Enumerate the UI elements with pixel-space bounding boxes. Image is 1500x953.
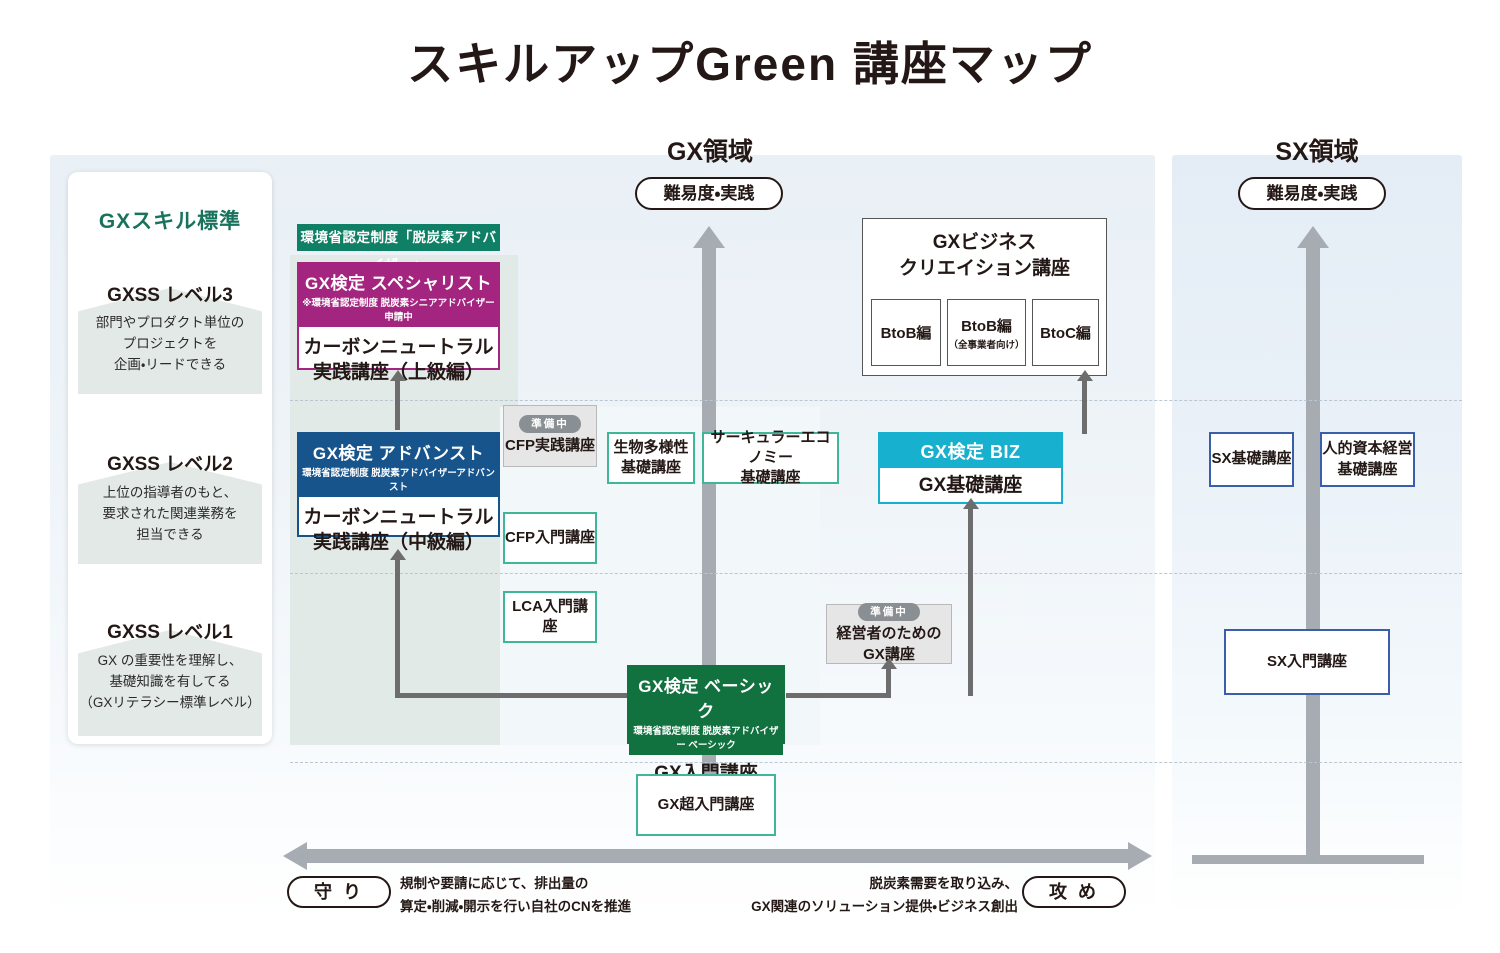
sx-axis-arrowhead-icon — [1297, 226, 1329, 248]
level1-chevron-shape — [78, 630, 262, 736]
sx-region-title: SX領域 — [1275, 138, 1359, 166]
cert-advanced-course: カーボンニュートラル実践講座（中級編） — [303, 507, 494, 553]
cert-advanced-title: GX検定 アドバンスト — [312, 444, 485, 463]
cert-biz-header: GX検定 BIZ — [880, 434, 1061, 468]
cert-card-advanced[interactable]: GX検定 アドバンスト 環境省認定制度 脱炭素アドバイザーアドバンスト カーボン… — [297, 432, 500, 553]
axis-note-attack: 脱炭素需要を取り込み、GX関連のソリューション提供・ビジネス創出 — [751, 876, 1018, 914]
cert-basic-subtitle: 環境省認定制度 脱炭素アドバイザー ベーシック — [633, 726, 779, 751]
level2-name: GXSS レベル2 — [107, 454, 233, 475]
sx-axis-base — [1192, 855, 1424, 864]
course-cfp-intro[interactable]: CFP入門講座 — [503, 512, 597, 564]
axis-note-defend: 規制や要請に応じて、排出量の算定・削減・開示を行い自社のCNを推進 — [400, 876, 632, 914]
connector-biz-to-business-creation — [1082, 378, 1087, 434]
connector-basic-to-advanced-horizontal — [395, 693, 627, 698]
prep-badge: 準備中 — [858, 603, 920, 622]
prep-badge: 準備中 — [519, 415, 581, 434]
cert-card-specialist[interactable]: GX検定 スペシャリスト ※環境省認定制度 脱炭素シニアアドバイザー 申請中 カ… — [297, 262, 500, 383]
cert-advanced-subtitle: 環境省認定制度 脱炭素アドバイザーアドバンスト — [302, 468, 495, 493]
connector-arrowhead-icon — [1077, 370, 1093, 381]
edition-label: BtoB編 — [961, 317, 1012, 335]
course-cfp-practice[interactable]: 準備中 CFP実践講座 — [503, 405, 597, 467]
course-lca-intro[interactable]: LCA入門講座 — [503, 591, 597, 643]
edition-note: （全事業者向け） — [948, 339, 1025, 351]
gx-business-creation-title: GXビジネスクリエイション講座 — [898, 232, 1070, 279]
connector-basic-to-executive-vertical — [886, 666, 891, 696]
level-divider-1-base — [290, 762, 1462, 763]
defend-attack-axis — [305, 849, 1130, 863]
connector-arrowhead-icon — [390, 370, 406, 381]
level-divider-3-2 — [290, 400, 1462, 401]
cert-basic-header: GX検定 ベーシック 環境省認定制度 脱炭素アドバイザー ベーシック — [629, 667, 783, 755]
course-gx-super-intro[interactable]: GX超入門講座 — [636, 774, 776, 836]
course-sx-human-capital[interactable]: 人的資本経営基礎講座 — [1320, 432, 1415, 487]
cert-specialist-header: GX検定 スペシャリスト ※環境省認定制度 脱炭素シニアアドバイザー 申請中 — [299, 264, 498, 327]
edition-label: BtoC編 — [1040, 325, 1091, 342]
connector-basic-to-advanced-vertical — [395, 558, 400, 698]
gx-business-edition-btob[interactable]: BtoB編 — [871, 299, 941, 366]
connector-arrowhead-icon — [881, 658, 897, 669]
course-sx-intro[interactable]: SX入門講座 — [1224, 629, 1390, 695]
cert-specialist-subtitle: ※環境省認定制度 脱炭素シニアアドバイザー 申請中 — [302, 298, 495, 323]
connector-arrowhead-icon — [390, 549, 406, 560]
level3-chevron-shape — [78, 288, 262, 394]
cert-biz-title: GX検定 BIZ — [920, 442, 1021, 462]
sx-difficulty-pill: 難易度・実践 — [1238, 177, 1386, 210]
gx-business-edition-btoc[interactable]: BtoC編 — [1032, 299, 1099, 366]
level3-name: GXSS レベル3 — [107, 285, 233, 306]
connector-basic-to-executive-horizontal — [786, 693, 891, 698]
course-sx-basic[interactable]: SX基礎講座 — [1209, 432, 1294, 487]
page-title: スキルアップGreen 講座マップ — [407, 38, 1093, 90]
level3-description: 部門やプロダクト単位のプロジェクトを企画・リードできる — [95, 315, 245, 372]
connector-arrowhead-icon — [963, 498, 979, 509]
gx-business-edition-btob-all[interactable]: BtoB編 （全事業者向け） — [947, 299, 1026, 366]
course-circular-economy[interactable]: サーキュラーエコノミー基礎講座 — [702, 429, 839, 486]
level1-name: GXSS レベル1 — [107, 622, 233, 643]
axis-pill-attack: 攻 め — [1022, 876, 1126, 908]
level2-chevron-shape — [78, 462, 262, 564]
connector-advanced-to-specialist — [395, 378, 400, 430]
axis-right-arrowhead-icon — [1128, 842, 1152, 870]
cert-specialist-title: GX検定 スペシャリスト — [304, 274, 493, 293]
level1-description: GX の重要性を理解し、基礎知識を有してる（GXリテラシー標準レベル） — [79, 653, 261, 710]
course-cfp-practice-label: CFP実践講座 — [504, 437, 595, 455]
gx-difficulty-pill: 難易度・実践 — [635, 177, 783, 210]
course-biodiversity[interactable]: 生物多様性基礎講座 — [607, 432, 695, 484]
cert-biz-course: GX基礎講座 — [918, 475, 1023, 496]
gx-axis-arrowhead-icon — [693, 226, 725, 248]
axis-left-arrowhead-icon — [283, 842, 307, 870]
sx-vertical-axis — [1306, 247, 1320, 859]
edition-label: BtoB編 — [880, 325, 932, 342]
level2-description: 上位の指導者のもと、要求された関連業務を担当できる — [102, 485, 238, 542]
skill-standard-title: GXスキル標準 — [98, 210, 242, 233]
level-divider-2-1 — [290, 573, 1462, 574]
cert-basic-title: GX検定 ベーシック — [638, 677, 774, 721]
cert-card-biz[interactable]: GX検定 BIZ GX基礎講座 — [878, 432, 1063, 504]
cert-card-basic[interactable]: GX検定 ベーシック 環境省認定制度 脱炭素アドバイザー ベーシック GX入門講… — [627, 665, 785, 784]
ministry-certification-ribbon: 環境省認定制度「脱炭素アドバイザー」 — [297, 224, 500, 272]
cert-advanced-header: GX検定 アドバンスト 環境省認定制度 脱炭素アドバイザーアドバンスト — [299, 434, 498, 497]
connector-basic-to-biz — [968, 506, 973, 696]
axis-pill-defend: 守 り — [287, 876, 391, 908]
gx-region-title: GX領域 — [666, 138, 754, 166]
